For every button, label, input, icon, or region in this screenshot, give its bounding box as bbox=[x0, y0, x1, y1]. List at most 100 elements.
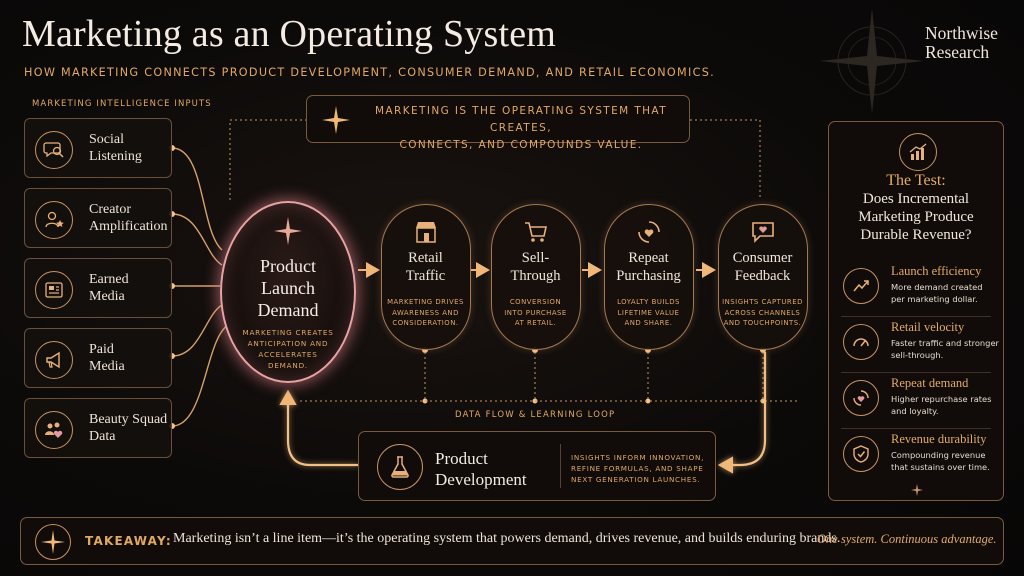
launch-desc-line: DEMAND. bbox=[268, 361, 308, 370]
criterion-revenue-durability: Revenue durability Compounding revenue th… bbox=[841, 432, 1001, 482]
dotted-loop bbox=[229, 119, 800, 402]
bar-chart-icon bbox=[899, 133, 937, 171]
criterion-desc: per marketing dollar. bbox=[891, 294, 978, 304]
newspaper-icon bbox=[35, 271, 73, 309]
shield-check-icon bbox=[843, 436, 879, 472]
stage-desc: AND TOUCHPOINTS. bbox=[723, 319, 802, 327]
operating-system-banner: MARKETING IS THE OPERATING SYSTEM THAT C… bbox=[306, 95, 690, 151]
cycle-heart-icon bbox=[843, 380, 879, 416]
test-question-line: Durable Revenue? bbox=[860, 227, 972, 243]
brand-logo: Northwise Research bbox=[925, 24, 998, 62]
chat-heart-icon bbox=[748, 217, 778, 247]
feedback-loop bbox=[279, 352, 767, 474]
sparkle-icon bbox=[911, 484, 923, 496]
shopping-cart-icon bbox=[521, 217, 551, 247]
stage-desc: MARKETING DRIVES bbox=[387, 298, 464, 306]
takeaway-tagline: One system. Continuous advantage. bbox=[817, 532, 997, 546]
criterion-desc: Faster traffic and stronger bbox=[891, 338, 999, 348]
launch-title-line: Product bbox=[260, 256, 316, 276]
input-label: Data bbox=[89, 429, 116, 444]
product-dev-title: Development bbox=[435, 470, 527, 489]
launch-title-line: Launch bbox=[261, 278, 315, 298]
launch-desc-line: ACCELERATES bbox=[258, 350, 318, 359]
stage-title: Feedback bbox=[734, 268, 791, 284]
megaphone-icon bbox=[35, 341, 73, 379]
input-label: Creator bbox=[89, 202, 131, 217]
trend-up-icon bbox=[843, 268, 879, 304]
stage-desc: AT RETAIL. bbox=[514, 319, 557, 327]
criterion-name: Launch efficiency bbox=[891, 264, 982, 278]
criterion-desc: and loyalty. bbox=[891, 406, 939, 416]
product-dev-title: Product bbox=[435, 449, 488, 468]
input-label: Earned bbox=[89, 272, 129, 287]
divider bbox=[560, 444, 561, 488]
product-launch-demand-node: Product Launch Demand MARKETING CREATES … bbox=[220, 201, 356, 383]
stage-desc: CONSIDERATION. bbox=[392, 319, 459, 327]
takeaway-bar: TAKEAWAY: Marketing isn’t a line item—it… bbox=[20, 517, 1004, 565]
divider bbox=[841, 316, 991, 317]
criterion-desc: More demand created bbox=[891, 282, 983, 292]
compass-star-icon bbox=[35, 524, 71, 560]
stage-title: Retail bbox=[408, 250, 443, 266]
stage-desc: INTO PURCHASE bbox=[504, 308, 567, 317]
criterion-name: Revenue durability bbox=[891, 432, 987, 446]
product-dev-desc: REFINE FORMULAS, AND SHAPE bbox=[571, 464, 704, 473]
stage-title: Consumer bbox=[732, 250, 793, 266]
product-dev-desc: NEXT GENERATION LAUNCHES. bbox=[571, 475, 701, 484]
stage-title: Purchasing bbox=[616, 268, 681, 284]
storefront-icon bbox=[411, 217, 441, 247]
test-question-line: Marketing Produce bbox=[858, 209, 974, 225]
criterion-desc: that sustains over time. bbox=[891, 462, 990, 472]
stage-desc: AND SHARE. bbox=[624, 319, 673, 327]
brand-line-1: Northwise bbox=[925, 23, 998, 43]
input-label: Amplification bbox=[89, 219, 168, 234]
page-title: Marketing as an Operating System bbox=[22, 13, 557, 55]
inputs-heading: MARKETING INTELLIGENCE INPUTS bbox=[32, 99, 212, 109]
stage-desc: ACROSS CHANNELS bbox=[724, 308, 801, 317]
data-flow-loop-label: DATA FLOW & LEARNING LOOP bbox=[455, 410, 616, 420]
divider bbox=[841, 428, 991, 429]
product-dev-desc: INSIGHTS INFORM INNOVATION, bbox=[571, 453, 705, 462]
launch-desc-line: MARKETING CREATES bbox=[242, 328, 334, 337]
gauge-icon bbox=[843, 324, 879, 360]
divider bbox=[841, 372, 991, 373]
sparkle-icon bbox=[274, 217, 302, 245]
banner-line-1: MARKETING IS THE OPERATING SYSTEM THAT C… bbox=[374, 105, 668, 134]
criterion-desc: Higher repurchase rates bbox=[891, 394, 992, 404]
input-label: Listening bbox=[89, 149, 142, 164]
launch-title-line: Demand bbox=[257, 300, 319, 320]
criterion-retail-velocity: Retail velocity Faster traffic and stron… bbox=[841, 320, 1001, 370]
input-label: Media bbox=[89, 359, 125, 374]
criterion-repeat-demand: Repeat demand Higher repurchase rates and… bbox=[841, 376, 1001, 426]
creator-star-icon bbox=[35, 201, 73, 239]
criterion-desc: Compounding revenue bbox=[891, 450, 986, 460]
community-heart-icon bbox=[35, 411, 73, 449]
social-listening-icon bbox=[35, 131, 73, 169]
flask-icon bbox=[377, 444, 423, 490]
stage-title: Sell- bbox=[521, 250, 550, 266]
launch-desc-line: ANTICIPATION AND bbox=[247, 339, 329, 348]
criterion-launch-efficiency: Launch efficiency More demand created per… bbox=[841, 264, 1001, 314]
criterion-name: Retail velocity bbox=[891, 320, 965, 334]
test-heading: The Test: bbox=[886, 172, 946, 189]
input-label: Beauty Squad bbox=[89, 412, 168, 427]
input-label: Media bbox=[89, 289, 125, 304]
stage-desc: INSIGHTS CAPTURED bbox=[722, 298, 803, 306]
stage-title: Traffic bbox=[405, 268, 446, 284]
criterion-name: Repeat demand bbox=[891, 376, 969, 390]
the-test-panel: The Test: Does Incremental Marketing Pro… bbox=[828, 121, 1004, 501]
stage-title: Repeat bbox=[628, 250, 669, 266]
input-connectors bbox=[171, 147, 229, 427]
takeaway-label: TAKEAWAY: bbox=[85, 534, 172, 548]
takeaway-text: Marketing isn’t a line item—it’s the ope… bbox=[173, 531, 841, 546]
brand-line-2: Research bbox=[925, 42, 990, 62]
repeat-heart-icon bbox=[634, 217, 664, 247]
